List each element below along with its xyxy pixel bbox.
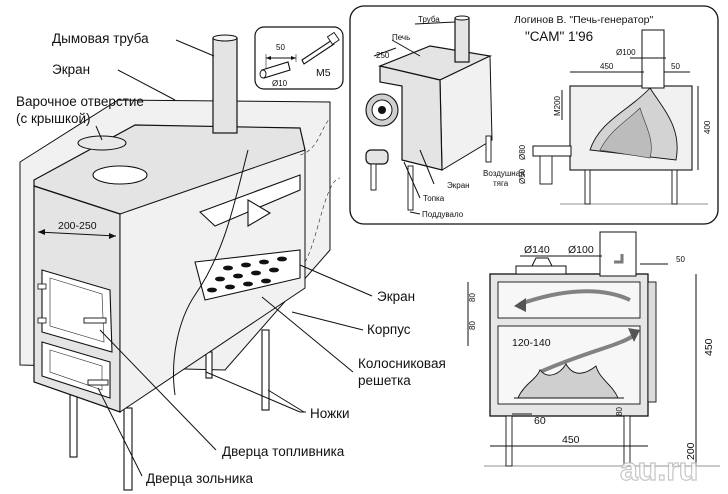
inset-d100: Ø100 bbox=[616, 48, 636, 57]
bolt-m5: M5 bbox=[316, 67, 331, 79]
label-grate-2: решетка bbox=[358, 373, 411, 388]
section-pipe-br bbox=[599, 231, 637, 277]
label-fuel-door: Дверца топливника bbox=[222, 444, 345, 459]
inset-air-draft-1: Воздушная bbox=[483, 169, 524, 178]
section-d140: Ø140 bbox=[524, 244, 550, 256]
fuel-door-handle bbox=[83, 317, 107, 324]
fuel-door-inner bbox=[49, 277, 105, 343]
label-cooking-hole: Варочное отверстие bbox=[16, 94, 144, 109]
leader-lines bbox=[95, 39, 373, 477]
bolt-dim-d10: Ø10 bbox=[272, 79, 288, 88]
chimney-pipe bbox=[212, 37, 238, 134]
label-screen-right: Экран bbox=[377, 289, 415, 304]
bottom-right-section: Ø140 Ø100 50 80 80 120-140 450 80 60 450… bbox=[467, 231, 720, 467]
ash-door-handle bbox=[87, 379, 109, 386]
cooking-hole-lid bbox=[77, 135, 127, 151]
inset-label-screen: Экран bbox=[447, 181, 470, 190]
label-size-200-250: 200-250 bbox=[58, 220, 97, 232]
inset-air-draft-2: тяга bbox=[493, 179, 509, 188]
section-pipe bbox=[641, 29, 665, 89]
cooking-hole bbox=[92, 165, 148, 185]
main-stove-drawing bbox=[19, 34, 373, 491]
section-upper-chamber bbox=[497, 281, 641, 319]
inset-stove-front bbox=[379, 65, 443, 171]
section-dim-450-h: 450 bbox=[562, 434, 580, 446]
section-lid bbox=[515, 265, 567, 275]
grate-plate bbox=[194, 249, 301, 301]
inset-label-blower: Поддувало bbox=[422, 210, 464, 219]
grate-holes bbox=[207, 256, 287, 293]
inset-title: "САМ" 1'96 bbox=[525, 29, 593, 44]
section-dim-80a: 80 bbox=[468, 293, 477, 302]
inset-label-stove: Печь bbox=[392, 33, 410, 42]
inset-pipe bbox=[454, 17, 470, 63]
label-cooking-hole-lid: (с крышкой) bbox=[16, 111, 91, 126]
section-dim-80c: 80 bbox=[615, 407, 624, 416]
inset-dim-400: 400 bbox=[703, 120, 712, 134]
watermark: au.ru bbox=[620, 451, 698, 487]
leg-front-left bbox=[69, 394, 78, 458]
inset-d50: Ø50 bbox=[518, 168, 527, 184]
section-dim-200: 200 bbox=[685, 442, 697, 460]
section-dim-60: 60 bbox=[534, 415, 546, 427]
section-d100: Ø100 bbox=[568, 244, 594, 256]
label-screen-top: Экран bbox=[52, 62, 90, 77]
bolt-inset: 50 Ø10 M5 bbox=[254, 26, 344, 90]
bolt bbox=[301, 39, 335, 65]
inset-dim-50: 50 bbox=[671, 62, 680, 71]
ash-door-inner bbox=[49, 349, 103, 391]
label-legs: Ножки bbox=[310, 406, 350, 421]
label-grate-1: Колосниковая bbox=[358, 356, 446, 371]
inset-author: Логинов В. "Печь-генератор" bbox=[514, 14, 653, 26]
label-chimney: Дымовая труба bbox=[52, 31, 149, 46]
label-ash-door: Дверца зольника bbox=[146, 471, 254, 486]
section-dim-80b: 80 bbox=[468, 321, 477, 330]
fuel-door-hinge-bottom bbox=[37, 317, 47, 324]
flow-arrow-upper bbox=[519, 289, 631, 306]
inset-label-pipe: Труба bbox=[418, 15, 440, 24]
internal-screen bbox=[247, 199, 272, 227]
fuel-door bbox=[41, 269, 113, 353]
flow-arrow-lower bbox=[539, 332, 638, 374]
upper-shelf bbox=[198, 174, 301, 227]
section-flames bbox=[517, 363, 619, 399]
bolt-dim-50: 50 bbox=[276, 43, 285, 52]
section-blower bbox=[532, 145, 572, 157]
chimney-top bbox=[212, 34, 238, 42]
section-dim-450-v: 450 bbox=[703, 338, 715, 356]
inset-blower-tube bbox=[365, 149, 389, 165]
inset-label-firebox: Топка bbox=[423, 194, 445, 203]
inset-dim-450: 450 bbox=[600, 62, 614, 71]
cutaway-edge bbox=[173, 149, 249, 396]
section-dim-120-140: 120-140 bbox=[512, 337, 551, 349]
section-dim-50: 50 bbox=[676, 255, 685, 264]
label-body: Корпус bbox=[367, 322, 411, 337]
fuel-door-hinge-top bbox=[37, 283, 47, 290]
inset-d80: Ø80 bbox=[518, 144, 527, 160]
top-right-inset: Труба Печь 250 Экран Топка Поддувало Лог… bbox=[349, 5, 719, 225]
inset-dim-250: 250 bbox=[376, 51, 390, 60]
inset-m200: M200 bbox=[553, 95, 562, 116]
leg-back-right bbox=[261, 329, 270, 411]
